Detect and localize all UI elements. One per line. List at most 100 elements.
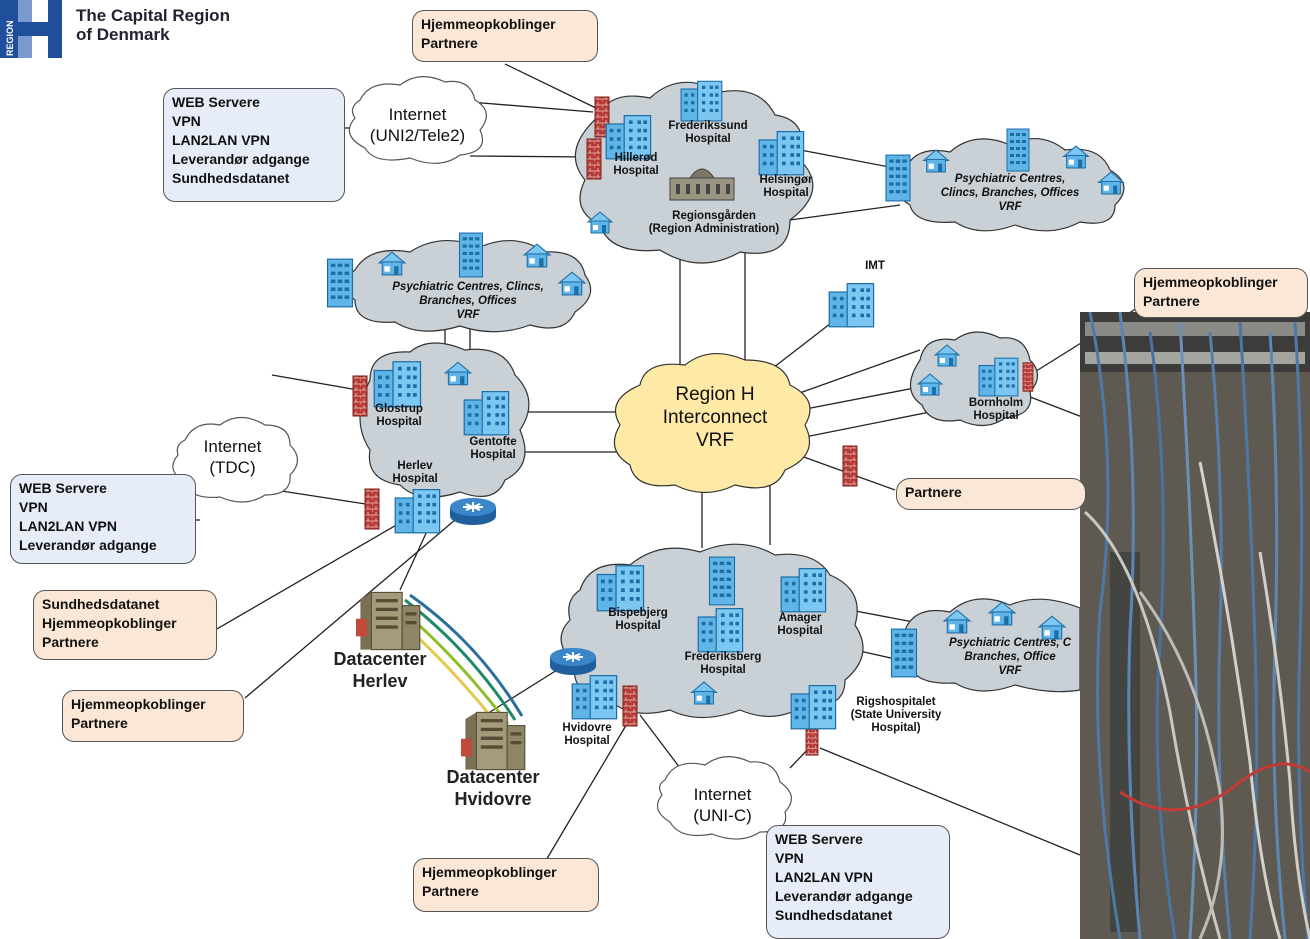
box-line: Partnere	[71, 715, 128, 731]
box-line: Partnere	[905, 484, 962, 500]
site-label-helsingoer: Helsingør Hospital	[754, 174, 818, 200]
psych-label-line: VRF	[456, 309, 480, 321]
site-label-regionsgaarden: Regionsgården (Region Administration)	[636, 210, 792, 236]
site-label-line: Hospital	[615, 620, 661, 632]
site-label-frederikssund: Frederikssund Hospital	[668, 120, 748, 146]
box-line: VPN	[775, 850, 804, 866]
logo-name-line: The Capital Region	[76, 6, 230, 25]
site-label-line: Rigshospitalet	[856, 696, 936, 708]
internet-label-line: Internet	[203, 437, 262, 456]
site-label-line: Hospital	[777, 625, 823, 637]
box-line: WEB Servere	[19, 480, 107, 496]
site-label-imt: IMT	[860, 260, 890, 273]
left-web-services-box: WEB Servere VPN LAN2LAN VPN Leverandør a…	[10, 474, 196, 564]
datacenter-label-line: Datacenter	[333, 649, 427, 669]
internet-uni2-cloud	[348, 76, 487, 164]
psych-label-line: VRF	[998, 665, 1022, 677]
site-label-hilleroed: Hillerød Hospital	[608, 152, 664, 178]
site-label-hvidovre: Hvidovre Hospital	[556, 722, 618, 748]
site-label-line: Hospital	[470, 449, 516, 461]
site-label-line: Gentofte	[469, 436, 517, 448]
site-label-line: (Region Administration)	[648, 223, 780, 235]
box-line: Hjemmeopkoblinger	[71, 696, 206, 712]
site-label-gentofte: Gentofte Hospital	[462, 436, 524, 462]
box-line: Hjemmeopkoblinger	[422, 864, 557, 880]
site-label-rigshospitalet: Rigshospitalet (State University Hospita…	[838, 696, 954, 735]
internet-tdc-cloud	[172, 416, 299, 503]
site-label-line: Regionsgården	[672, 210, 756, 222]
left-sundhedsdatanet-box: Sundhedsdatanet Hjemmeopkoblinger Partne…	[33, 590, 217, 660]
psych-top-right-label: Psychiatric Centres, Clincs, Branches, O…	[908, 172, 1112, 214]
site-label-line: Frederiksberg	[684, 651, 762, 663]
site-label-line: Hillerød	[614, 152, 658, 164]
region-h-logo: REGION	[0, 0, 62, 58]
box-line: Hjemmeopkoblinger	[1143, 274, 1278, 290]
core-label-line: VRF	[696, 430, 734, 451]
bottom-partner-box: Hjemmeopkoblinger Partnere	[413, 858, 599, 912]
datacenter-herlev-label: Datacenter Herlev	[325, 648, 435, 692]
box-line: VPN	[172, 113, 201, 129]
site-label-line: Hvidovre	[562, 722, 612, 734]
box-line: LAN2LAN VPN	[172, 132, 271, 148]
site-label-line: Hospital	[685, 133, 731, 145]
site-label-line: Amager	[778, 612, 822, 624]
box-line: Partnere	[421, 35, 478, 51]
psych-label-line: Branches, Offices	[419, 295, 517, 307]
site-label-bornholm: Bornholm Hospital	[958, 397, 1034, 423]
site-label-frederiksberg: Frederiksberg Hospital	[676, 651, 770, 677]
box-line: WEB Servere	[172, 94, 260, 110]
internet-label-line: (TDC)	[209, 458, 256, 477]
right-partner2-box: Partnere	[896, 478, 1086, 510]
psych-label-line: Psychiatric Centres,	[954, 173, 1066, 185]
internet-uni2-label: Internet (UNI2/Tele2)	[355, 104, 480, 146]
box-line: Partnere	[1143, 293, 1200, 309]
site-label-line: IMT	[865, 260, 885, 272]
site-label-line: Glostrup	[375, 403, 423, 415]
psych-label-line: Psychiatric Centres, Clincs,	[392, 281, 544, 293]
site-label-line: Hospital	[376, 416, 422, 428]
site-label-line: Hospital	[613, 165, 659, 177]
psych-bottom-right-label: Psychiatric Centres, C Branches, Office …	[940, 636, 1080, 678]
box-line: WEB Servere	[775, 831, 863, 847]
internet-label-line: (UNI-C)	[693, 806, 752, 825]
psych-label-line: Clincs, Branches, Offices	[940, 187, 1080, 199]
internet-label-line: Internet	[388, 105, 447, 124]
hospital-buildings	[326, 80, 1125, 730]
internet-unic-label: Internet (UNI-C)	[665, 784, 780, 826]
site-label-bispebjerg: Bispebjerg Hospital	[600, 607, 676, 633]
site-label-line: (State University	[850, 709, 942, 721]
left-partner-box: Hjemmeopkoblinger Partnere	[62, 690, 244, 742]
psych-label-line: Psychiatric Centres, C	[948, 637, 1072, 649]
site-label-line: Hospital)	[871, 722, 921, 734]
psych-left-label: Psychiatric Centres, Clincs, Branches, O…	[368, 280, 568, 322]
site-label-line: Helsingør	[759, 174, 813, 186]
psych-label-line: Branches, Office	[964, 651, 1056, 663]
box-line: Hjemmeopkoblinger	[421, 16, 556, 32]
datacenter-herlev-icon	[355, 591, 421, 651]
top-web-services-box: WEB Servere VPN LAN2LAN VPN Leverandør a…	[163, 88, 345, 202]
box-line: Partnere	[42, 634, 99, 650]
site-label-herlev: Herlev Hospital	[384, 460, 446, 486]
site-label-line: Hospital	[763, 187, 809, 199]
box-line: Sundhedsdatanet	[172, 170, 290, 186]
internet-label-line: (UNI2/Tele2)	[369, 126, 466, 145]
core-label-line: Interconnect	[662, 407, 768, 428]
box-line: Sundhedsdatanet	[775, 907, 893, 923]
site-label-line: Hospital	[564, 735, 610, 747]
site-label-line: Frederikssund	[668, 120, 748, 132]
box-line: Partnere	[422, 883, 479, 899]
site-label-line: Bornholm	[968, 397, 1024, 409]
top-partner-box: Hjemmeopkoblinger Partnere	[412, 10, 598, 62]
core-interconnect-label: Region H Interconnect VRF	[635, 383, 795, 452]
site-label-glostrup: Glostrup Hospital	[368, 403, 430, 429]
right-partner-box: Hjemmeopkoblinger Partnere	[1134, 268, 1308, 318]
site-label-amager: Amager Hospital	[770, 612, 830, 638]
datacenter-label-line: Datacenter	[446, 767, 540, 787]
datacenter-hvidovre-label: Datacenter Hvidovre	[433, 766, 553, 810]
logo-wordmark: The Capital Region of Denmark	[76, 6, 230, 44]
core-interconnect-cloud	[613, 352, 811, 494]
box-line: LAN2LAN VPN	[775, 869, 874, 885]
site-label-line: Hospital	[392, 473, 438, 485]
